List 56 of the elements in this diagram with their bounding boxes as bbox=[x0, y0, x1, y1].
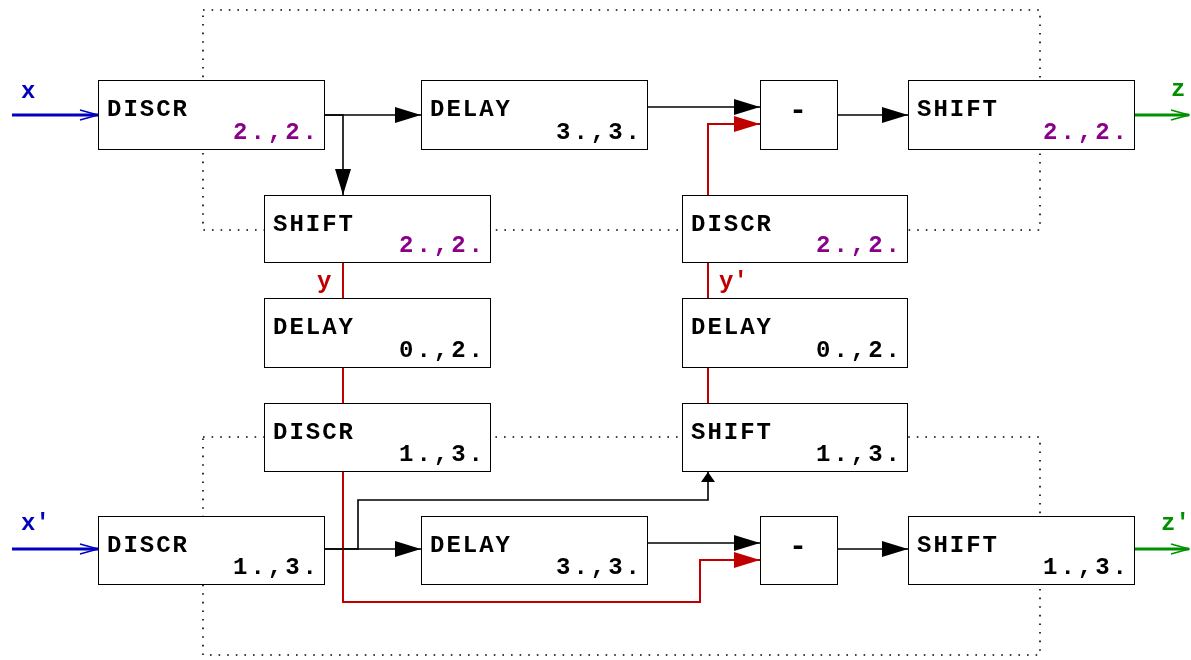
arrow bbox=[12, 109, 99, 121]
block-name: - bbox=[788, 531, 810, 564]
block-box bbox=[682, 195, 908, 263]
block-box bbox=[760, 80, 838, 150]
block-subscript: 1.,3. bbox=[399, 441, 486, 468]
arrow bbox=[342, 471, 761, 603]
arrow bbox=[837, 541, 909, 557]
block-box bbox=[264, 298, 491, 368]
block-subscript: 2.,2. bbox=[399, 232, 486, 259]
block-subscript: 0.,2. bbox=[816, 337, 903, 364]
block-subscript: 1.,3. bbox=[233, 554, 320, 581]
connector-line bbox=[707, 367, 709, 404]
block-name: DISCR bbox=[273, 420, 355, 447]
block-box bbox=[908, 516, 1135, 585]
arrow bbox=[12, 543, 99, 555]
block-box bbox=[682, 298, 908, 368]
block-box bbox=[98, 516, 325, 585]
arrow bbox=[324, 114, 351, 196]
block-box bbox=[264, 195, 491, 263]
connector-line bbox=[342, 262, 344, 299]
block-box bbox=[760, 516, 838, 585]
block-name: DELAY bbox=[691, 315, 773, 342]
block-box bbox=[264, 403, 491, 472]
block-box bbox=[682, 403, 908, 472]
arrow bbox=[707, 116, 761, 196]
block-subscript: 2.,2. bbox=[1043, 119, 1130, 146]
block-name: SHIFT bbox=[917, 97, 999, 124]
block-subscript: 0.,2. bbox=[399, 337, 486, 364]
block-name: SHIFT bbox=[273, 212, 355, 239]
block-name: DISCR bbox=[691, 212, 773, 239]
block-subscript: 3.,3. bbox=[556, 554, 643, 581]
arrow bbox=[324, 471, 715, 550]
block-subscript: 3.,3. bbox=[556, 119, 643, 146]
block-subscript: 1.,3. bbox=[1043, 554, 1130, 581]
block-name: - bbox=[788, 95, 810, 128]
block-name: SHIFT bbox=[917, 533, 999, 560]
arrow bbox=[1135, 543, 1190, 555]
block-subscript: 2.,2. bbox=[816, 232, 903, 259]
block-name: DISCR bbox=[107, 533, 189, 560]
block-subscript: 2.,2. bbox=[233, 119, 320, 146]
block-name: DISCR bbox=[107, 97, 189, 124]
arrow bbox=[647, 535, 761, 551]
block-subscript: 1.,3. bbox=[816, 441, 903, 468]
block-box bbox=[908, 80, 1135, 150]
block-name: DELAY bbox=[430, 533, 512, 560]
block-name: DELAY bbox=[430, 97, 512, 124]
arrow bbox=[837, 107, 909, 123]
block-name: DELAY bbox=[273, 315, 355, 342]
arrow bbox=[1135, 109, 1190, 121]
arrow bbox=[647, 99, 761, 115]
block-box bbox=[421, 80, 648, 150]
connector-line bbox=[707, 262, 709, 299]
block-name: SHIFT bbox=[691, 420, 773, 447]
block-box bbox=[421, 516, 648, 585]
connector-line bbox=[342, 367, 344, 404]
block-box bbox=[98, 80, 325, 150]
